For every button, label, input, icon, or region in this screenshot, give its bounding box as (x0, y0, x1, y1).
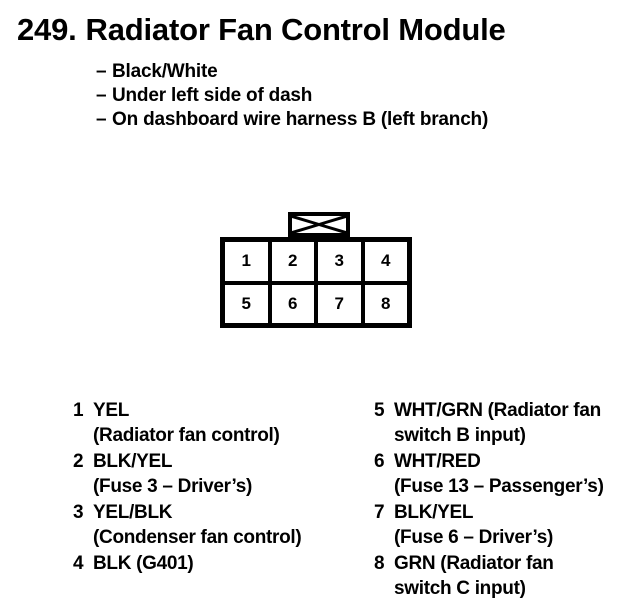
page-title-text: Radiator Fan Control Module (85, 12, 506, 47)
pin-description: (Condenser fan control) (93, 527, 302, 548)
pin-description: (Fuse 13 – Passenger’s) (394, 476, 604, 497)
pin-legend-item: 7 BLK/YEL (Fuse 6 – Driver’s) (374, 500, 640, 550)
pin-number: 1 (73, 400, 84, 421)
pin-legend-first-line: 3 YEL/BLK (73, 500, 363, 525)
pin-wire-code: YEL (93, 400, 130, 421)
pin-legend-item: 3 YEL/BLK (Condenser fan control) (73, 500, 363, 550)
pin-number: 5 (374, 400, 385, 421)
note-item: –On dashboard wire harness B (left branc… (96, 108, 616, 132)
pin-legend-item: 4 BLK (G401) (73, 551, 363, 576)
note-item: –Under left side of dash (96, 84, 616, 108)
pin-description: (Fuse 3 – Driver’s) (93, 476, 253, 497)
pin-number: 7 (374, 502, 385, 523)
connector-pin-cell: 7 (318, 284, 365, 323)
connector-pin-cell: 6 (271, 284, 318, 323)
pin-number: 6 (374, 451, 385, 472)
notes-list: –Black/White –Under left side of dash –O… (96, 60, 616, 132)
note-text: Black/White (112, 61, 218, 82)
pin-wire-code: WHT/RED (394, 451, 481, 472)
pin-wire-code: BLK (G401) (93, 553, 194, 574)
pin-wire-code: BLK/YEL (394, 502, 474, 523)
connector-latch-tab-icon (288, 212, 350, 237)
pin-legend-item: 1 YEL (Radiator fan control) (73, 398, 363, 448)
connector-pin-row: 1 2 3 4 (225, 242, 407, 285)
pin-description: (Fuse 6 – Driver’s) (394, 527, 554, 548)
connector-diagram: 1 2 3 4 5 6 7 8 (220, 212, 412, 328)
pin-description: switch C input) (394, 578, 526, 599)
note-item: –Black/White (96, 60, 616, 84)
pin-legend-first-line: 8 GRN (Radiator fan (374, 551, 640, 576)
pin-legend-column-left: 1 YEL (Radiator fan control) 2 BLK/YEL (Fu… (73, 398, 363, 577)
connector-pin-cell: 2 (271, 242, 318, 281)
bullet-dash-icon: – (96, 61, 107, 82)
connector-pin-row: 5 6 7 8 (225, 284, 407, 323)
bullet-dash-icon: – (96, 85, 107, 106)
pin-number: 2 (73, 451, 84, 472)
pin-legend-item: 5 WHT/GRN (Radiator fan switch B input) (374, 398, 640, 448)
pin-legend-item: 8 GRN (Radiator fan switch C input) (374, 551, 640, 601)
page-title: 249.Radiator Fan Control Module (17, 12, 506, 48)
note-text: On dashboard wire harness B (left branch… (112, 109, 489, 130)
pin-wire-code: WHT/GRN (Radiator fan (394, 400, 601, 421)
connector-pin-cell: 5 (225, 284, 272, 323)
pin-legend-item: 6 WHT/RED (Fuse 13 – Passenger’s) (374, 449, 640, 499)
connector-pin-cell: 8 (364, 284, 407, 323)
note-text: Under left side of dash (112, 85, 313, 106)
pin-number: 8 (374, 553, 385, 574)
pin-description: switch B input) (394, 425, 526, 446)
pin-number: 4 (73, 553, 84, 574)
pin-number: 3 (73, 502, 84, 523)
connector-pin-cell: 3 (318, 242, 365, 281)
connector-pin-cell: 4 (364, 242, 407, 281)
pin-wire-code: BLK/YEL (93, 451, 173, 472)
pin-legend-column-right: 5 WHT/GRN (Radiator fan switch B input) 6… (374, 398, 640, 602)
pin-wire-code: YEL/BLK (93, 502, 173, 523)
pin-legend-first-line: 6 WHT/RED (374, 449, 640, 474)
pin-legend-first-line: 1 YEL (73, 398, 363, 423)
connector-pin-cell: 1 (225, 242, 272, 281)
pin-legend-first-line: 7 BLK/YEL (374, 500, 640, 525)
pin-legend-first-line: 2 BLK/YEL (73, 449, 363, 474)
pin-legend-item: 2 BLK/YEL (Fuse 3 – Driver’s) (73, 449, 363, 499)
connector-body: 1 2 3 4 5 6 7 8 (220, 237, 412, 328)
pin-wire-code: GRN (Radiator fan (394, 553, 554, 574)
page-title-number: 249. (17, 12, 77, 47)
pin-legend-first-line: 5 WHT/GRN (Radiator fan (374, 398, 640, 423)
pin-legend-first-line: 4 BLK (G401) (73, 551, 363, 576)
bullet-dash-icon: – (96, 109, 107, 130)
pin-description: (Radiator fan control) (93, 425, 280, 446)
